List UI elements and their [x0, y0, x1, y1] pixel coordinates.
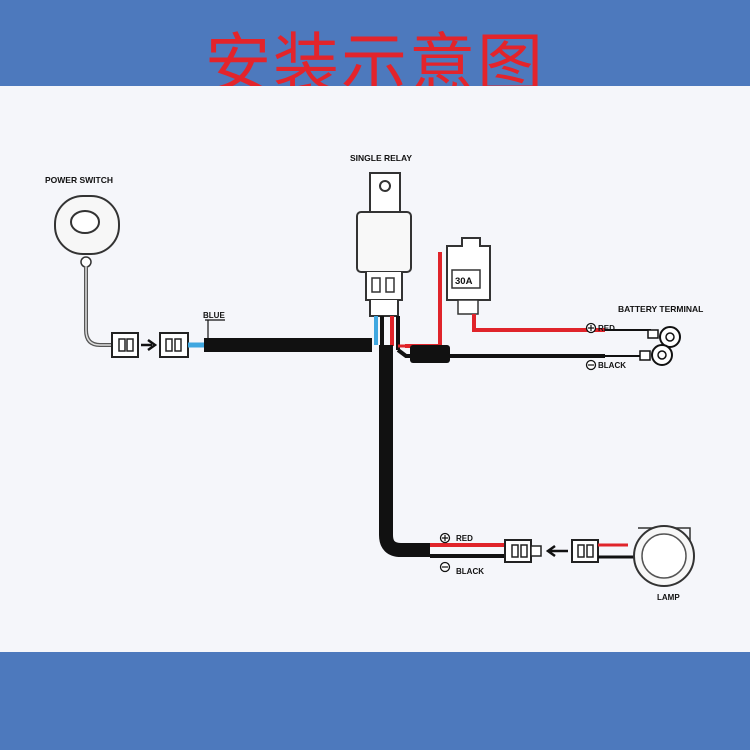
ring-terminal-negative [605, 344, 673, 366]
bottom-banner [0, 652, 750, 750]
lamp [633, 525, 695, 587]
switch-wire [84, 266, 112, 347]
harness-connector [504, 539, 542, 563]
battery-black-wire [396, 348, 605, 358]
ring-terminal-positive [605, 326, 681, 348]
single-relay-label: SINGLE RELAY [350, 153, 412, 163]
splice-sleeve [410, 345, 450, 363]
top-banner [0, 0, 750, 86]
connect-arrow-1 [141, 338, 158, 352]
power-switch [54, 195, 120, 268]
lamp-black-label: BLACK [456, 567, 484, 576]
switch-connector [111, 332, 139, 358]
fuse-rating: 30A [455, 276, 473, 287]
power-switch-label: POWER SWITCH [45, 175, 113, 185]
fuse-holder: 30A [446, 237, 491, 315]
lamp-label: LAMP [657, 593, 680, 602]
lamp-red-label: RED [456, 534, 473, 543]
blue-label: BLUE [203, 311, 225, 320]
lamp-connector [571, 539, 599, 563]
harness-vertical [379, 345, 430, 557]
single-relay [356, 172, 412, 317]
positive-icon [439, 532, 451, 544]
connect-arrow-2 [545, 544, 568, 558]
positive-icon [585, 322, 597, 334]
negative-icon [585, 359, 597, 371]
battery-terminal-label: BATTERY TERMINAL [618, 304, 703, 314]
battery-black-label: BLACK [598, 361, 626, 370]
battery-red-label: RED [598, 324, 615, 333]
fuse-wire-right [472, 314, 605, 332]
negative-icon [439, 561, 451, 573]
relay-side-connector [159, 332, 189, 358]
